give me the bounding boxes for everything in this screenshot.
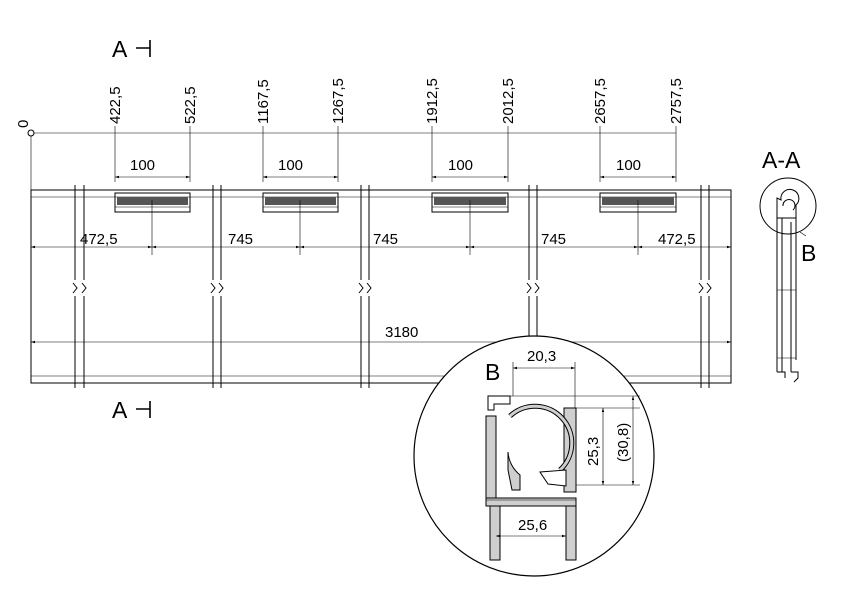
- brackets: [114, 192, 677, 255]
- bracket-width-label: 100: [616, 157, 641, 174]
- total-height-label: (30,8): [615, 423, 632, 462]
- spacing-label: 472,5: [80, 231, 118, 248]
- profile-section: [485, 395, 577, 561]
- overall-length-label: 3180: [385, 324, 418, 341]
- bracket-width-label: 100: [278, 157, 303, 174]
- position-label: 2757,5: [668, 78, 685, 124]
- spacing-label: 745: [541, 231, 566, 248]
- detail-dims: 20,3 25,3 (30,8) 25,6: [496, 348, 640, 538]
- detail-leader: [799, 231, 807, 237]
- section-view-title: A-A: [762, 147, 801, 173]
- section-marker-top-label: A: [112, 36, 128, 62]
- bracket-width-label: 100: [130, 157, 155, 174]
- bracket: [114, 192, 191, 213]
- bracket: [262, 192, 339, 213]
- section-marker-top: A: [112, 36, 151, 62]
- inner-height-label: 25,3: [585, 437, 602, 466]
- section-arrow-icon: [136, 40, 151, 57]
- spacing-label: 745: [373, 231, 398, 248]
- section-view: A-A B: [759, 147, 817, 383]
- position-label: 1167,5: [255, 79, 272, 124]
- break-mark: [358, 185, 372, 388]
- position-label: 1912,5: [424, 78, 441, 124]
- position-label: 2012,5: [500, 78, 517, 124]
- spacing-dims: 472,5 745 745 745 472,5: [31, 231, 731, 249]
- position-labels: 422,5 522,5 1167,5 1267,5 1912,5 2012,5 …: [107, 78, 685, 182]
- detail-reference-label: B: [801, 240, 816, 266]
- bottom-width-label: 25,6: [518, 517, 547, 534]
- position-label: 422,5: [107, 86, 124, 124]
- origin-marker: 0: [15, 120, 676, 190]
- origin-label: 0: [15, 120, 32, 128]
- rail-body: [30, 185, 732, 388]
- overall-length-dim: 3180: [31, 324, 731, 344]
- position-label: 1267,5: [330, 78, 347, 124]
- bracket-width-dims: 100 100 100 100: [115, 157, 676, 179]
- section-marker-bottom: A: [112, 397, 151, 423]
- detail-circle: [759, 177, 817, 235]
- profile-head: [776, 188, 800, 219]
- position-label: 522,5: [182, 86, 199, 124]
- break-mark: [698, 185, 712, 388]
- bracket-width-label: 100: [448, 157, 473, 174]
- spacing-label: 472,5: [658, 231, 696, 248]
- break-mark: [210, 185, 224, 388]
- detail-view: B 20,3 25,3 (30,8): [413, 335, 655, 577]
- position-label: 2657,5: [592, 78, 609, 124]
- break-mark: [72, 185, 87, 388]
- spacing-label: 745: [228, 231, 253, 248]
- section-marker-bottom-label: A: [112, 397, 128, 423]
- top-width-label: 20,3: [527, 348, 556, 365]
- section-arrow-icon: [136, 401, 151, 418]
- detail-view-label: B: [485, 359, 500, 385]
